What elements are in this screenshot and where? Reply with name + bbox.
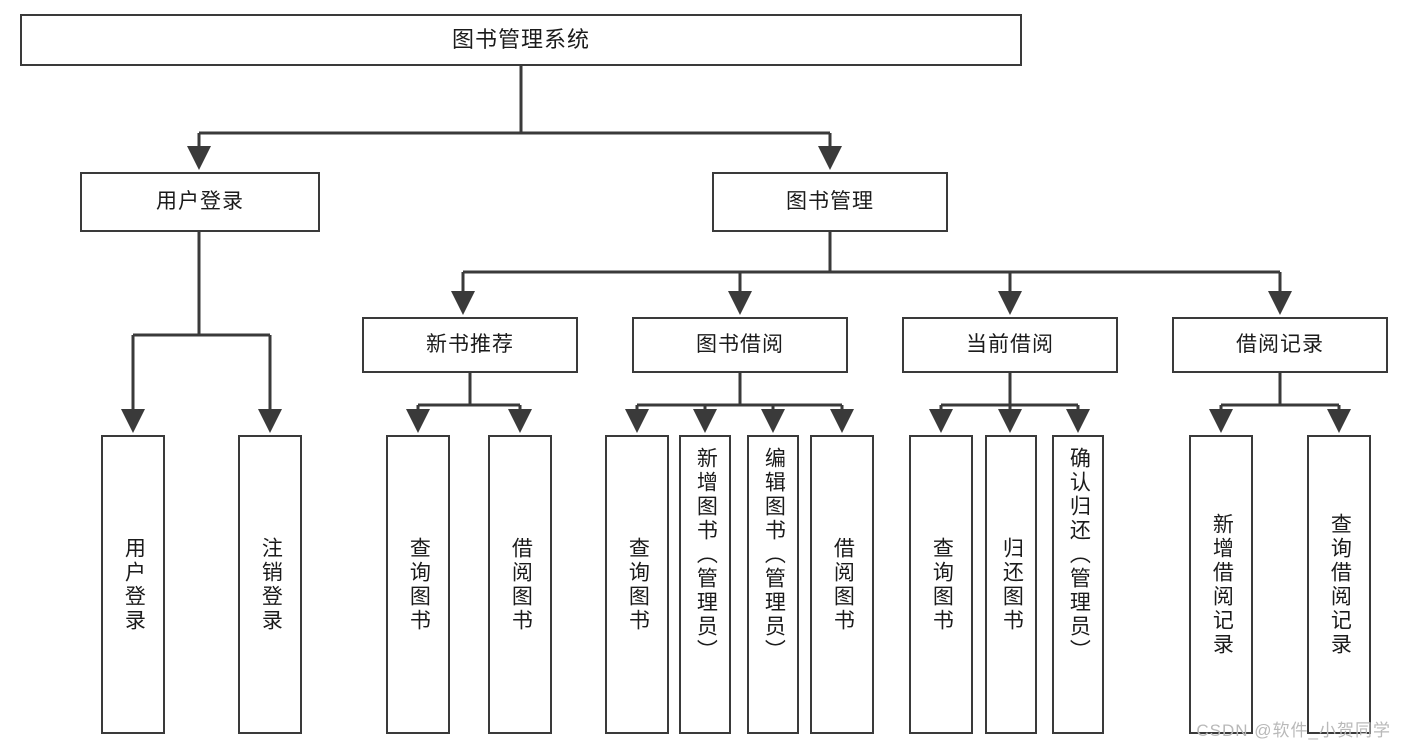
node-new-book-recommend-label: 新书推荐 <box>426 332 514 356</box>
leaf-new-book-query-label: 查询图书 <box>407 536 431 633</box>
leaf-new-book-borrow[interactable]: 借阅图书 <box>488 435 552 734</box>
leaf-user-login-login-label: 用户登录 <box>122 536 146 633</box>
leaf-borrow-record-add-label: 新增借阅记录 <box>1210 512 1234 657</box>
leaf-new-book-borrow-label: 借阅图书 <box>509 536 533 633</box>
leaf-current-borrow-return[interactable]: 归还图书 <box>985 435 1037 734</box>
leaf-book-borrow-add[interactable]: 新增图书（管理员） <box>679 435 731 734</box>
leaf-current-borrow-query[interactable]: 查询图书 <box>909 435 973 734</box>
leaf-book-borrow-edit[interactable]: 编辑图书（管理员） <box>747 435 799 734</box>
leaf-new-book-query[interactable]: 查询图书 <box>386 435 450 734</box>
node-root[interactable]: 图书管理系统 <box>20 14 1022 66</box>
node-book-management-label: 图书管理 <box>786 189 874 213</box>
leaf-user-login-logout-label: 注销登录 <box>259 536 283 633</box>
node-book-borrow-label: 图书借阅 <box>696 332 784 356</box>
leaf-current-borrow-confirm-return-label: 确认归还（管理员） <box>1067 447 1091 663</box>
node-borrow-record[interactable]: 借阅记录 <box>1172 317 1388 373</box>
node-book-borrow[interactable]: 图书借阅 <box>632 317 848 373</box>
leaf-book-borrow-borrow[interactable]: 借阅图书 <box>810 435 874 734</box>
leaf-borrow-record-query[interactable]: 查询借阅记录 <box>1307 435 1371 734</box>
leaf-book-borrow-edit-label: 编辑图书（管理员） <box>762 447 786 663</box>
leaf-book-borrow-query-label: 查询图书 <box>626 536 650 633</box>
node-root-label: 图书管理系统 <box>451 27 590 53</box>
leaf-borrow-record-add[interactable]: 新增借阅记录 <box>1189 435 1253 734</box>
node-current-borrow[interactable]: 当前借阅 <box>902 317 1118 373</box>
node-new-book-recommend[interactable]: 新书推荐 <box>362 317 578 373</box>
leaf-current-borrow-query-label: 查询图书 <box>930 536 954 633</box>
leaf-user-login-logout[interactable]: 注销登录 <box>238 435 302 734</box>
node-borrow-record-label: 借阅记录 <box>1236 332 1324 356</box>
node-user-login-label: 用户登录 <box>156 189 244 213</box>
leaf-book-borrow-borrow-label: 借阅图书 <box>831 536 855 633</box>
leaf-borrow-record-query-label: 查询借阅记录 <box>1328 512 1352 657</box>
node-user-login[interactable]: 用户登录 <box>80 172 320 232</box>
node-book-management[interactable]: 图书管理 <box>712 172 948 232</box>
leaf-user-login-login[interactable]: 用户登录 <box>101 435 165 734</box>
node-current-borrow-label: 当前借阅 <box>966 332 1054 356</box>
leaf-current-borrow-confirm-return[interactable]: 确认归还（管理员） <box>1052 435 1104 734</box>
leaf-current-borrow-return-label: 归还图书 <box>1000 536 1024 633</box>
leaf-book-borrow-query[interactable]: 查询图书 <box>605 435 669 734</box>
leaf-book-borrow-add-label: 新增图书（管理员） <box>694 447 718 663</box>
